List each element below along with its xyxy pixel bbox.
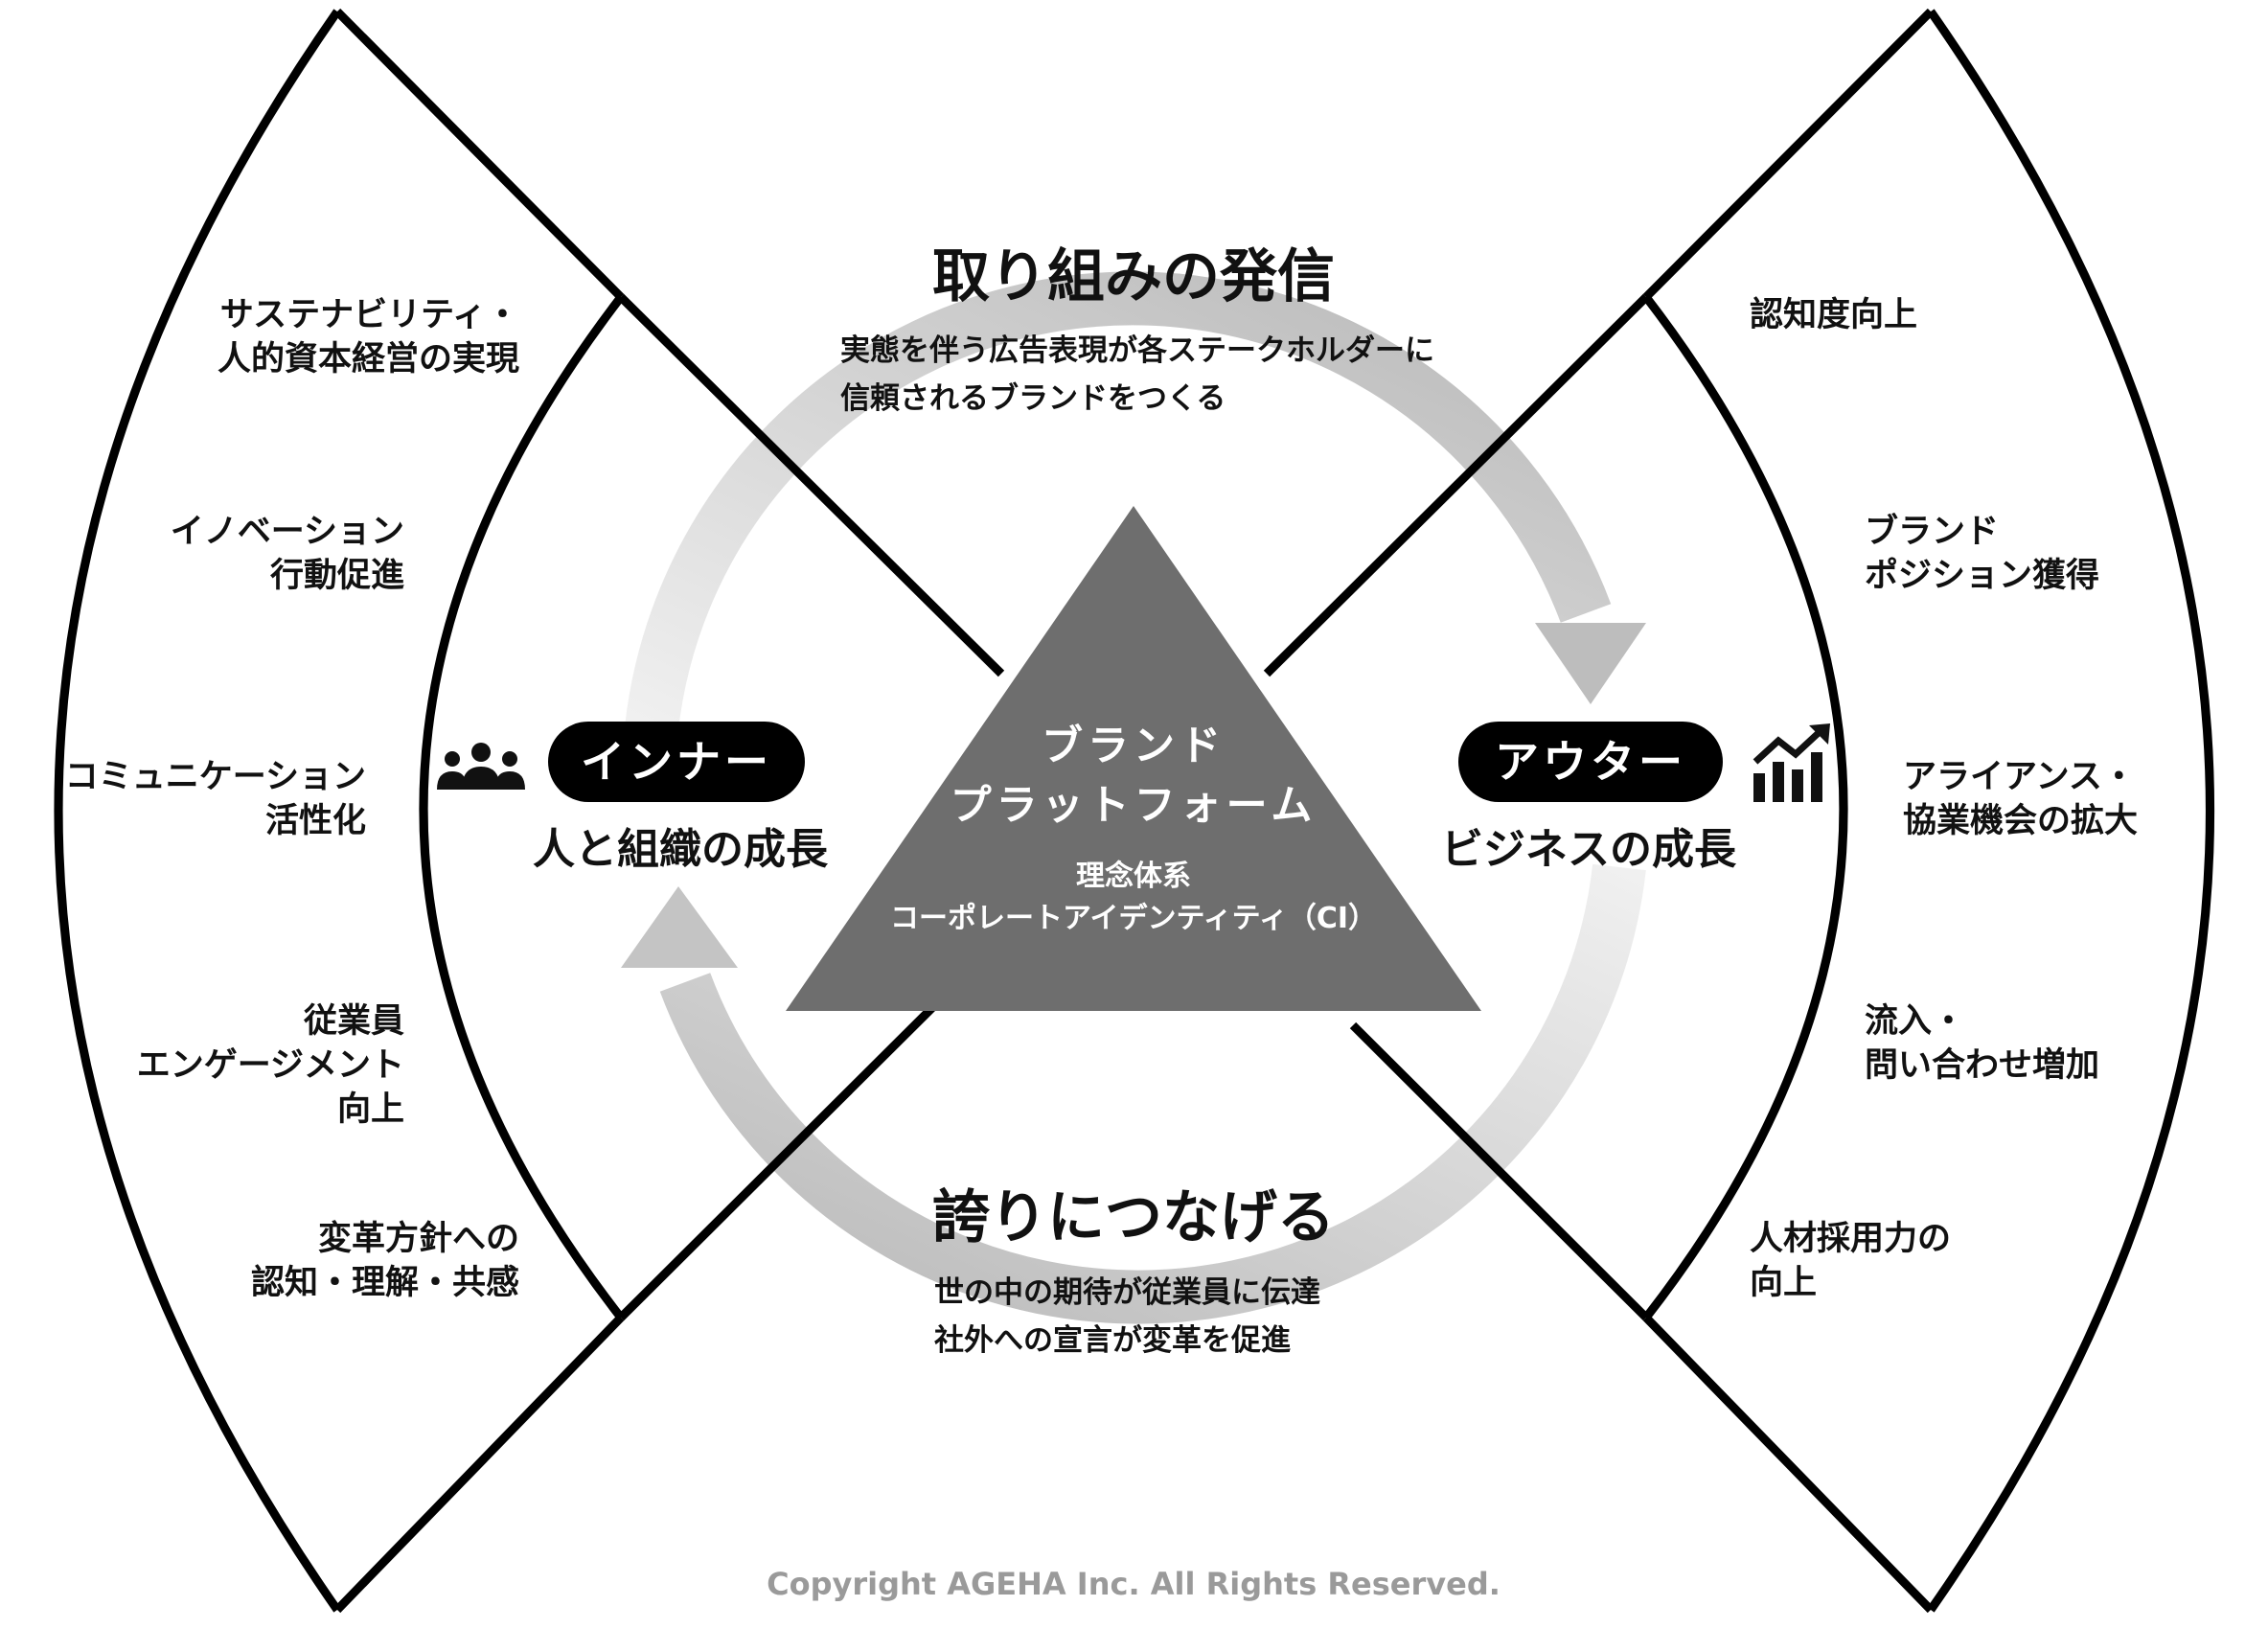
top-cycle-arrow-band: [625, 271, 1612, 732]
bottom-headline: 誇りにつなげる: [932, 1184, 1335, 1251]
right-item-line: 流入・: [1865, 1002, 1966, 1041]
right-item-line: 問い合わせ増加: [1865, 1046, 2100, 1086]
outer-growth-label: ビジネスの成長: [1441, 825, 1736, 874]
people-group-icon: [433, 742, 529, 795]
left-item-line: 従業員: [303, 1002, 404, 1041]
left-lens: [54, 8, 625, 1614]
left-item-line: 行動促進: [269, 557, 404, 596]
left-item-line: 認知・理解・共感: [250, 1264, 519, 1303]
right-item-awareness: 認知度向上: [1750, 293, 1917, 337]
right-item-line: 認知度向上: [1750, 296, 1918, 334]
right-item-line: ポジション獲得: [1865, 557, 2100, 596]
right-item-line: 向上: [1750, 1264, 1818, 1303]
growth-chart-icon: [1750, 723, 1832, 808]
top-subtext-line: 信頼されるブランドをつくる: [840, 380, 1226, 416]
top-subtext: 実態を伴う広告表現が各ステークホルダーに 信頼されるブランドをつくる: [840, 328, 1434, 423]
right-item-inquiries: 流入・ 問い合わせ増加: [1865, 999, 2099, 1088]
left-item-sustainability: サステナビリティ・ 人的資本経営の実現: [218, 293, 519, 381]
cross-line-top-right: [1263, 293, 1650, 677]
left-item-line: イノベーション: [170, 513, 404, 551]
left-lens-lower-edge: [333, 1314, 625, 1614]
brand-platform-title-line: プラットフォーム: [950, 782, 1317, 831]
left-item-innovation: イノベーション 行動促進: [171, 510, 404, 598]
brand-platform-subtitle-line: コーポレートアイデンティティ（CI）: [889, 901, 1378, 935]
cross-line-top-left: [617, 293, 1005, 677]
right-item-line: ブランド: [1865, 513, 2000, 551]
left-item-line: 変革方針への: [317, 1220, 519, 1258]
top-subtext-line: 実態を伴う広告表現が各ステークホルダーに: [840, 333, 1434, 368]
brand-platform-title: ブランド プラットフォーム: [846, 717, 1421, 837]
brand-platform-title-line: ブランド: [1042, 723, 1226, 770]
left-item-line: エンゲージメント: [136, 1046, 404, 1086]
top-headline: 取り組みの発信: [932, 243, 1335, 310]
right-item-line: 人材採用力の: [1750, 1220, 1952, 1258]
left-item-line: コミュニケーション: [64, 758, 366, 796]
right-item-line: 協業機会の拡大: [1903, 802, 2139, 841]
left-item-transformation: 変革方針への 認知・理解・共感: [251, 1217, 519, 1305]
right-lens-outer-arc: [1927, 9, 2214, 1613]
right-item-brand-position: ブランド ポジション獲得: [1865, 510, 2099, 598]
left-lens-outer-arc: [54, 9, 341, 1613]
right-item-recruiting: 人材採用力の 向上: [1750, 1217, 1951, 1305]
left-item-line: 向上: [336, 1090, 404, 1130]
right-lens-inner-arc: [1642, 294, 1848, 1320]
left-item-communication: コミュニケーション 活性化: [65, 755, 366, 843]
copyright-notice: Copyright AGEHA Inc. All Rights Reserved…: [767, 1566, 1501, 1602]
right-lens-upper-edge: [1642, 8, 1935, 301]
left-lens-inner-arc: [419, 294, 625, 1320]
inner-pill: インナー: [548, 722, 805, 802]
inner-growth-label: 人と組織の成長: [533, 825, 828, 874]
bottom-subtext-line: 世の中の期待が従業員に伝達: [934, 1275, 1320, 1310]
cross-lines: [617, 293, 1650, 1321]
right-item-alliance: アライアンス・ 協業機会の拡大: [1903, 755, 2138, 843]
top-cycle-arrowhead: [1535, 623, 1646, 704]
cross-line-bottom-right: [1349, 1021, 1650, 1321]
bottom-subtext-line: 社外への宣言が変革を促進: [934, 1322, 1291, 1358]
right-item-line: アライアンス・: [1903, 758, 2136, 796]
bottom-cycle-arrowhead: [621, 886, 738, 968]
bottom-cycle-arrow-band: [659, 863, 1646, 1324]
right-lens: [1642, 8, 2214, 1614]
left-item-line: 人的資本経営の実現: [217, 340, 519, 379]
left-item-engagement: 従業員 エンゲージメント 向上: [137, 999, 404, 1133]
bottom-subtext: 世の中の期待が従業員に伝達 社外への宣言が変革を促進: [934, 1270, 1320, 1365]
left-item-line: 活性化: [264, 802, 366, 841]
brand-platform-subtitle: 理念体系 コーポレートアイデンティティ（CI）: [846, 856, 1421, 939]
left-lens-upper-edge: [333, 8, 625, 301]
left-item-line: サステナビリティ・: [219, 296, 519, 334]
brand-platform-triangle: [786, 506, 1481, 1011]
brand-platform-subtitle-line: 理念体系: [1076, 860, 1191, 893]
outer-pill: アウター: [1458, 722, 1723, 802]
right-lens-lower-edge: [1642, 1314, 1935, 1614]
